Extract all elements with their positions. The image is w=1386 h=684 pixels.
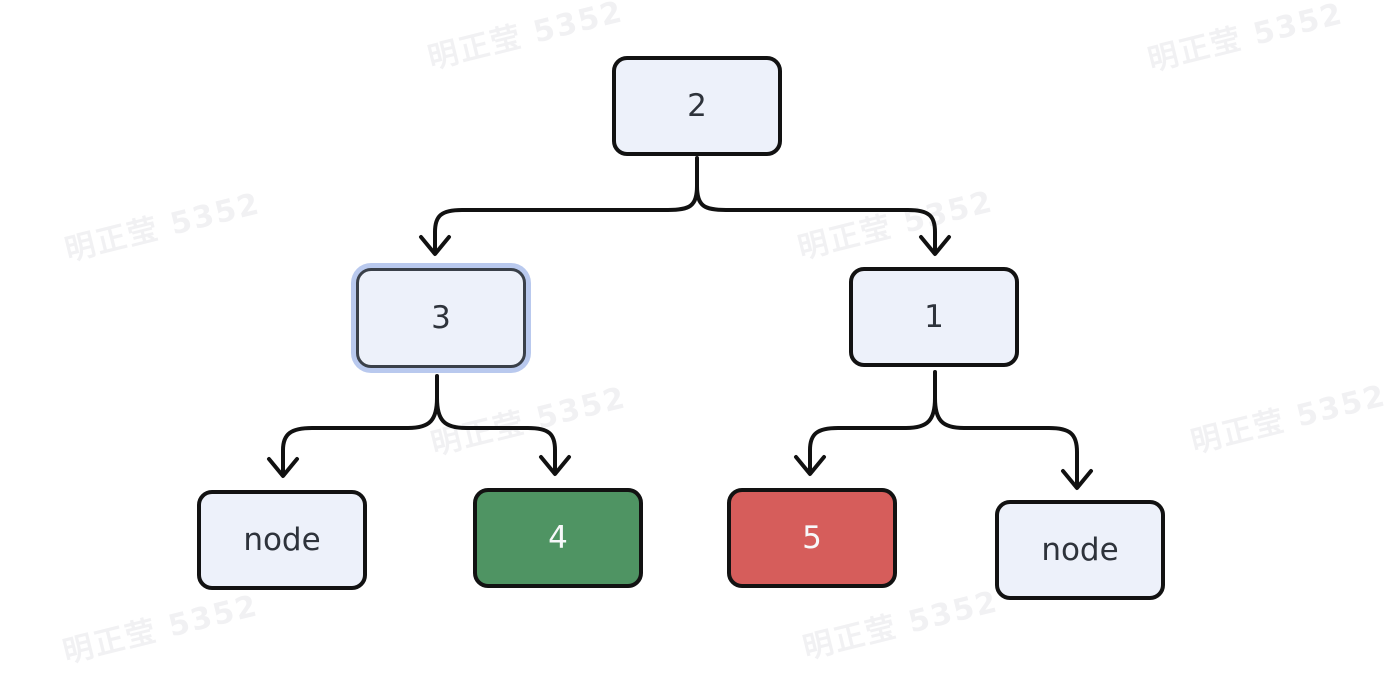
tree-node-label: node bbox=[243, 522, 321, 558]
arrowhead-left-left bbox=[267, 457, 299, 478]
tree-node-left-left[interactable]: node bbox=[197, 490, 367, 590]
arrowhead-root-right bbox=[919, 235, 951, 256]
tree-node-label: node bbox=[1041, 532, 1119, 568]
arrowhead-left-right bbox=[539, 455, 571, 476]
watermark-text: 明正莹 5352 bbox=[794, 184, 998, 267]
connector-left-left bbox=[281, 396, 439, 476]
tree-node-right-right[interactable]: node bbox=[995, 500, 1165, 600]
connector-left-right bbox=[435, 396, 557, 474]
watermark-text: 明正莹 5352 bbox=[1144, 0, 1348, 79]
watermark-text: 明正莹 5352 bbox=[799, 584, 1003, 667]
connector-root-left bbox=[433, 184, 699, 254]
tree-node-root[interactable]: 2 bbox=[612, 56, 782, 156]
connector-right-left bbox=[808, 396, 937, 474]
arrowhead-right-right bbox=[1061, 469, 1093, 490]
tree-node-left-selected[interactable]: 3 bbox=[356, 268, 526, 368]
watermark-text: 明正莹 5352 bbox=[427, 380, 631, 463]
tree-node-label: 3 bbox=[431, 300, 451, 336]
arrowhead-right-left bbox=[794, 455, 826, 476]
tree-node-label: 4 bbox=[548, 520, 568, 556]
tree-node-label: 5 bbox=[802, 520, 822, 556]
tree-node-right[interactable]: 1 bbox=[849, 267, 1019, 367]
watermark-text: 明正莹 5352 bbox=[59, 588, 263, 671]
watermark-text: 明正莹 5352 bbox=[424, 0, 628, 77]
tree-node-right-left[interactable]: 5 bbox=[727, 488, 897, 588]
connector-root-right bbox=[695, 184, 937, 254]
watermark-text: 明正莹 5352 bbox=[61, 186, 265, 269]
arrowhead-root-left bbox=[419, 235, 451, 256]
watermark-text: 明正莹 5352 bbox=[1187, 378, 1386, 461]
tree-node-label: 1 bbox=[924, 299, 944, 335]
connector-right-right bbox=[933, 396, 1079, 488]
tree-node-label: 2 bbox=[687, 88, 707, 124]
tree-node-left-right[interactable]: 4 bbox=[473, 488, 643, 588]
